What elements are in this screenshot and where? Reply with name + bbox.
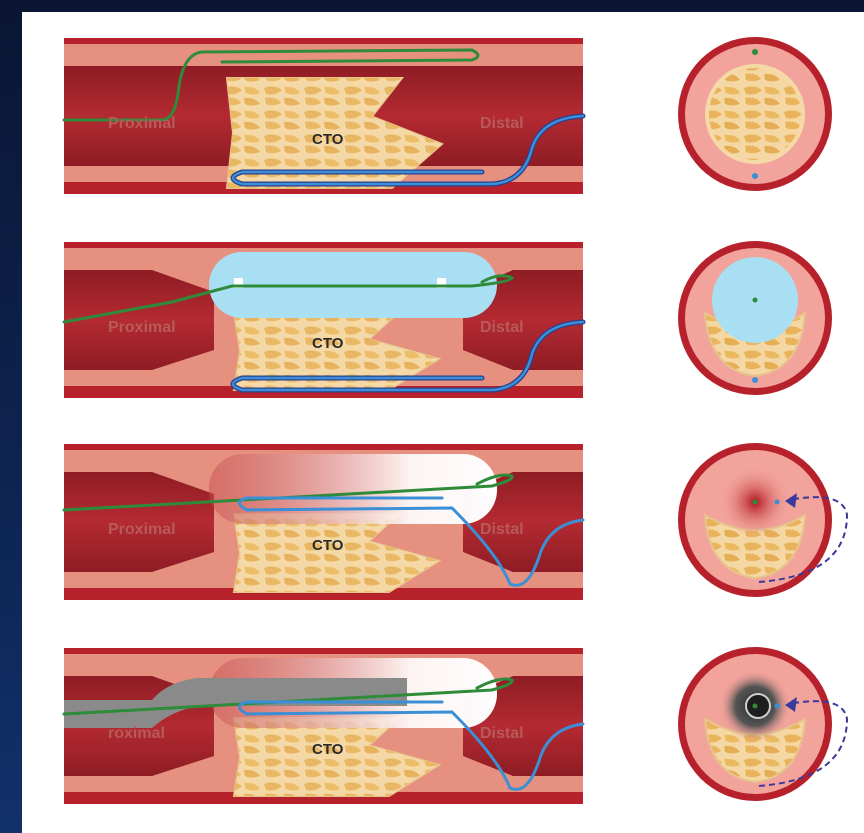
cto-label: CTO bbox=[312, 741, 344, 758]
distal-label: Distal bbox=[480, 725, 524, 742]
cross-section-1 bbox=[678, 37, 832, 191]
cross-section-2 bbox=[678, 241, 832, 395]
distal-label: Distal bbox=[480, 521, 524, 538]
proximal-label: Proximal bbox=[108, 319, 176, 336]
cross-section-4 bbox=[678, 647, 847, 801]
cross-section-retrograde-dot bbox=[752, 173, 758, 179]
cross-section-antegrade-dot bbox=[753, 298, 758, 303]
cto-label: CTO bbox=[312, 537, 344, 554]
cross-section-retrograde-dot bbox=[752, 377, 758, 383]
cross-section-3 bbox=[678, 443, 847, 597]
cto-label: CTO bbox=[312, 131, 344, 148]
proximal-label: Proximal bbox=[108, 521, 176, 538]
cross-section-antegrade-dot bbox=[753, 500, 758, 505]
cross-section-retrograde-dot bbox=[775, 500, 780, 505]
cross-section-plaque-texture bbox=[709, 68, 801, 160]
cross-section-antegrade-dot bbox=[753, 704, 758, 709]
distal-label: Distal bbox=[480, 115, 524, 132]
proximal-label: Proximal bbox=[108, 115, 176, 132]
cross-section-antegrade-dot bbox=[752, 49, 758, 55]
cross-section-catheter bbox=[746, 694, 770, 718]
proximal-label: roximal bbox=[108, 725, 165, 742]
cross-section-retrograde-dot bbox=[775, 704, 780, 709]
distal-label: Distal bbox=[480, 319, 524, 336]
cto-label: CTO bbox=[312, 335, 344, 352]
